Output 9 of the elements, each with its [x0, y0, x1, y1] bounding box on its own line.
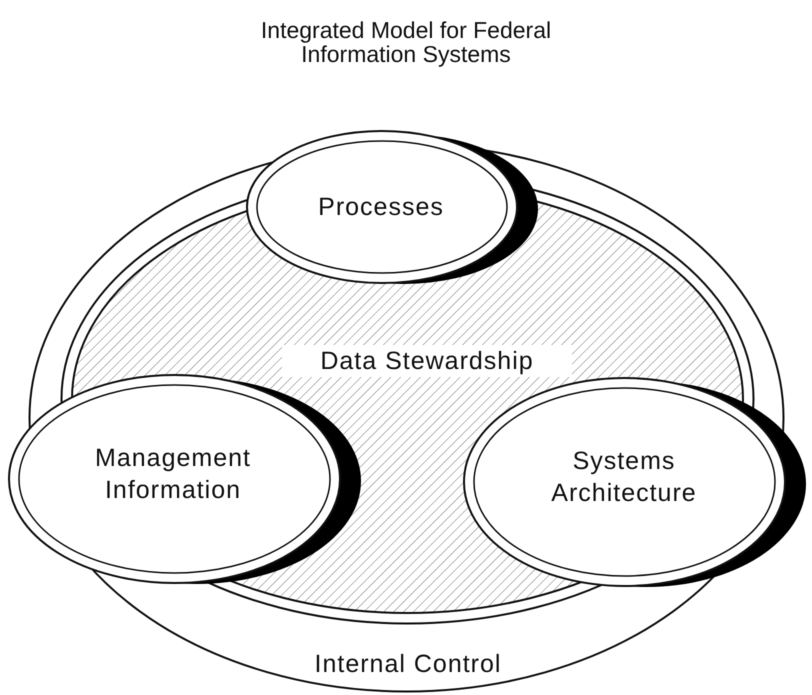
node-label: Systems Architecture [550, 446, 698, 509]
node-label: Processes [317, 192, 445, 223]
node-label: Internal Control [314, 649, 502, 680]
node-label: Data Stewardship [282, 345, 572, 377]
shadowed-ellipse [246, 128, 540, 286]
shadowed-ellipse [8, 372, 363, 586]
shadowed-ellipse [463, 375, 808, 589]
node-label: Management Information [94, 443, 252, 506]
diagram-title: Integrated Model for Federal Information Systems [260, 18, 552, 66]
